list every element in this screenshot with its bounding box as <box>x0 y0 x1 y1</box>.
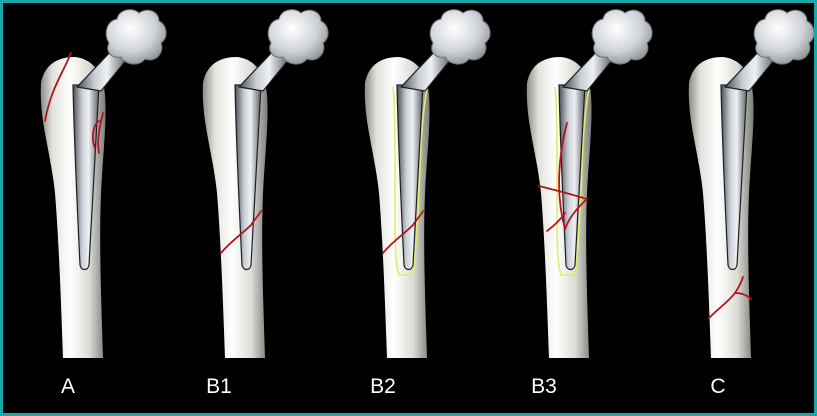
prosthesis-head <box>754 10 814 64</box>
classification-label: A <box>61 375 75 398</box>
fracture-classification-figure: A B1 B2 B3 C <box>3 3 814 413</box>
classification-label: B1 <box>206 375 232 398</box>
femur-panel-b3 <box>527 10 652 358</box>
femur-panel-b1 <box>203 10 328 358</box>
classification-label: B2 <box>370 375 396 398</box>
classification-label: B3 <box>531 375 557 398</box>
classification-label: C <box>710 375 725 398</box>
prosthesis-head <box>106 10 166 64</box>
prosthesis-head <box>592 10 652 64</box>
prosthesis-head <box>268 10 328 64</box>
femur-panel-b2 <box>365 10 490 358</box>
femur-panel-c <box>689 10 814 358</box>
prosthesis-head <box>430 10 490 64</box>
femur-panel-a <box>41 10 166 358</box>
